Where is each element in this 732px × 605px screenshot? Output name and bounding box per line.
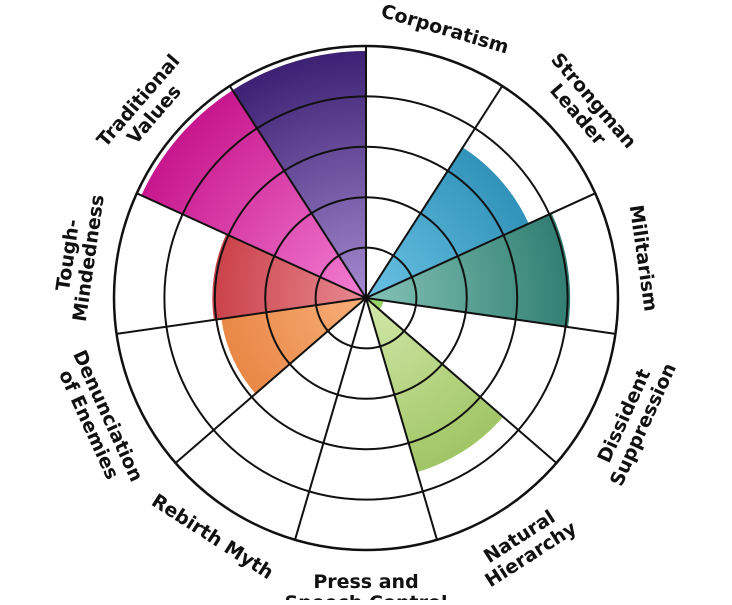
wedge-tough-mindedness-8 [212,234,366,320]
grid-spoke-5 [365,297,438,541]
wedge-strongman-leader-1 [366,147,529,298]
wedge-unlabeled-10 [232,51,366,298]
wedge-natural-hierarchy-4 [366,298,504,473]
grid-spoke-6 [294,297,367,541]
category-label-press-and-speech-control: Press andSpeech Control [284,571,447,600]
grid-spoke-2 [365,192,596,299]
grid-spoke-8 [116,297,367,335]
category-label-tough-mindedness: Tough-Mindedness [48,190,109,323]
category-label-corporatism: Corporatism [378,0,511,58]
category-label-denunciation-of-enemies: Denunciationof Enemies [49,347,147,494]
category-label-militarism: Militarism [625,203,662,312]
grid-spoke-3 [365,297,616,335]
grid-spoke-9 [136,192,367,299]
category-label-strongman-leader: StrongmanLeader [531,49,641,167]
wedge-traditional-values-9 [141,90,366,299]
grid-spoke-10 [228,85,367,299]
grid-spoke-4 [365,297,558,464]
wedge-denunciation-of-enemies-7 [221,298,366,394]
wedge-layer [141,51,571,473]
category-label-dissident-suppression: DissidentSuppression [587,351,681,489]
category-label-natural-hierarchy: NaturalHierarchy [470,499,581,592]
grid-spoke-1 [365,85,504,299]
grid-layer [112,44,620,552]
grid-spoke-7 [174,297,367,464]
category-label-rebirth-myth: Rebirth Myth [148,490,278,584]
